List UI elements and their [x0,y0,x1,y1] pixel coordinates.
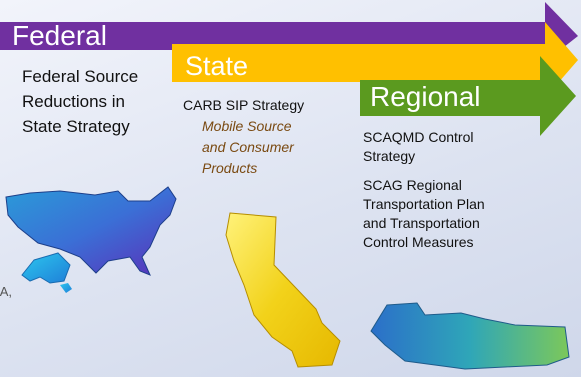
scag-line-4: Control Measures [363,234,474,250]
federal-label: Federal [12,20,107,51]
california-map-icon [225,212,341,368]
state-italic-line-3: Products [202,160,258,176]
state-italic-line-2: and Consumer [202,139,294,155]
scag-line-2: Transportation Plan [363,196,485,212]
state-label: State [185,51,249,81]
regional-arrow [360,56,576,136]
scaqmd-line-2: Strategy [363,148,416,164]
state-italic-line-1: Mobile Source [202,118,292,134]
scag-line-1: SCAG Regional [363,177,462,193]
scag-line-3: and Transportation [363,215,480,231]
federal-description-line-3: State Strategy [22,117,130,136]
federal-description-line-1: Federal Source [22,67,139,86]
usa-map-icon [5,186,177,293]
southern-california-map-icon [370,302,570,370]
state-strategy-title: CARB SIP Strategy [183,97,305,113]
federal-description-line-2: Reductions in [22,92,126,111]
regional-label: Regional [370,81,481,112]
edge-text-fragment: PA, [0,284,12,299]
state-arrow [172,22,578,98]
scaqmd-line-1: SCAQMD Control [363,129,474,145]
